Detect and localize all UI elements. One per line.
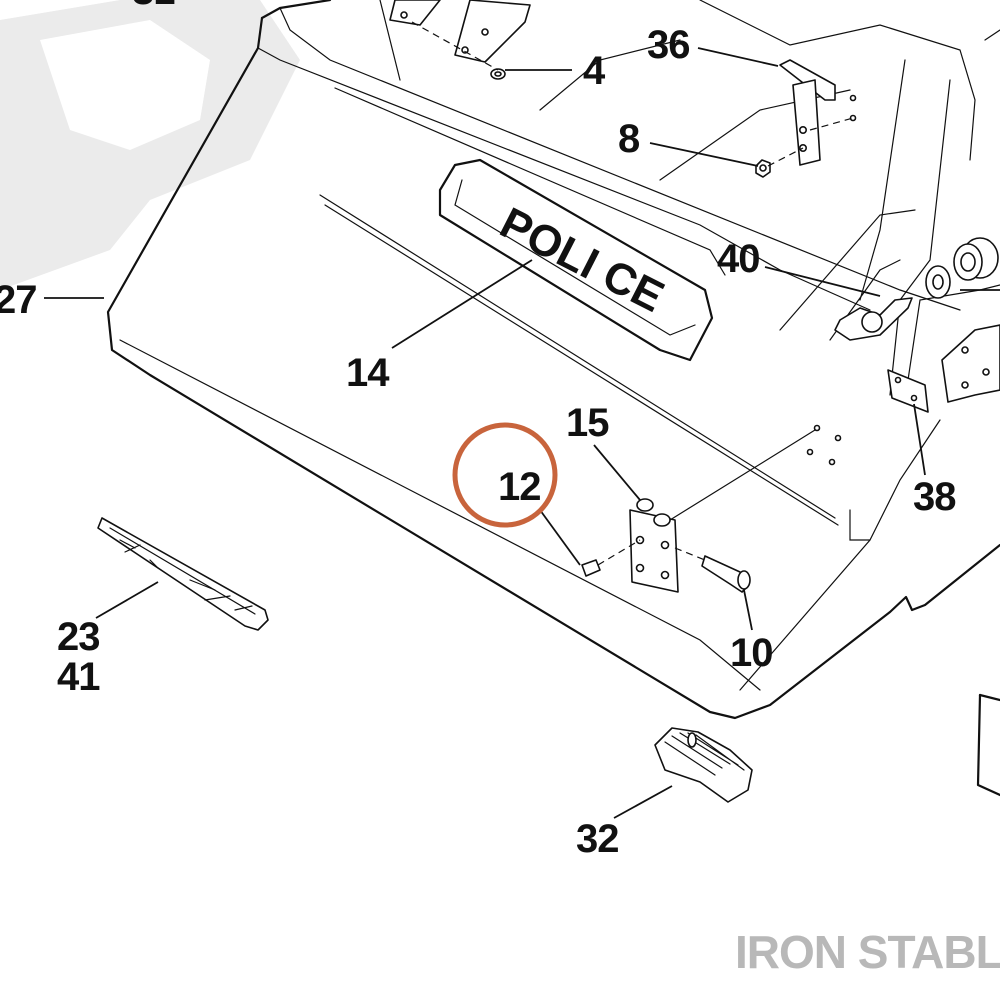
- top-hinge: [389, 0, 531, 71]
- part-10-pin: [674, 547, 751, 593]
- part-12-rivet: [581, 539, 641, 577]
- callout-41: 41: [57, 655, 100, 699]
- callout-31: 31: [132, 0, 175, 13]
- highlight-circle: [452, 422, 558, 528]
- leader-lines: [44, 47, 1000, 819]
- right-hinge: [941, 324, 1000, 403]
- callout-36: 36: [647, 23, 690, 67]
- edge-box: [976, 693, 1000, 797]
- part-32-footpeg: [654, 727, 753, 803]
- part-4-washer: [490, 68, 506, 80]
- callout-27: 27: [0, 278, 37, 322]
- callout-10: 10: [730, 631, 773, 675]
- lid-body: [106, 0, 1000, 720]
- part-38-plate: [887, 369, 929, 413]
- part-15-hinge: [629, 424, 842, 593]
- callout-32: 32: [576, 817, 619, 861]
- name-plate: POLI CE: [438, 158, 714, 362]
- callout-12: 12: [498, 465, 541, 509]
- callout-38: 38: [913, 475, 956, 519]
- callout-14: 14: [346, 351, 390, 395]
- part-8-nut: [755, 147, 804, 178]
- background-watermark: [0, 0, 300, 290]
- callout-40: 40: [717, 237, 760, 281]
- part-36-bracket: [779, 59, 857, 166]
- brand-watermark: IRON STABLE: [735, 926, 1000, 978]
- callout-8: 8: [618, 117, 640, 161]
- callout-4: 4: [583, 49, 606, 93]
- part-23-reflector: [97, 517, 269, 631]
- part-40-lock: [834, 237, 999, 341]
- callout-23: 23: [57, 615, 100, 659]
- callouts: 31 4 36 8 40 27 14 15 12 38 23 41 10 32: [0, 0, 957, 861]
- callout-15: 15: [566, 401, 609, 445]
